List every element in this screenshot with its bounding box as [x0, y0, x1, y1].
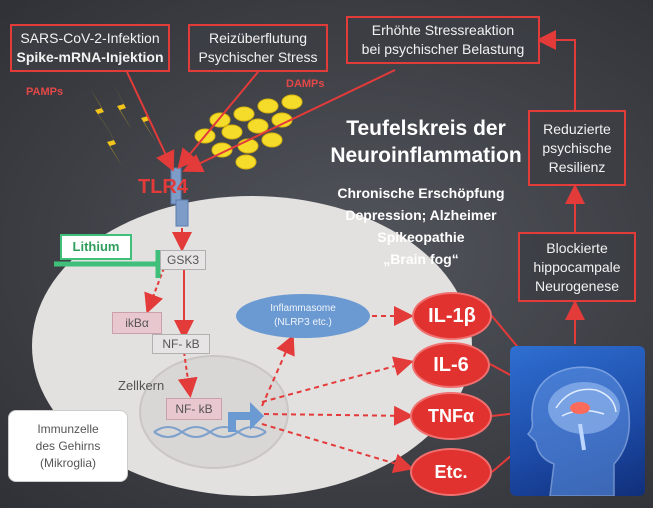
- subtitle-line2: Depression; Alzheimer: [345, 207, 497, 223]
- ikba-box: ikBα: [112, 312, 162, 334]
- neurogenese-box: Blockierte hippocampale Neurogenese: [518, 232, 636, 302]
- resilienz-line1: Reduzierte: [543, 120, 611, 137]
- head-icon: [526, 366, 631, 496]
- resilienz-line2: psychische: [542, 139, 612, 156]
- nfkb-nucleus-box: NF- kB: [166, 398, 222, 420]
- sars-line1: SARS-CoV-2-Infektion: [20, 30, 160, 46]
- reizueberflutung-box: Reizüberflutung Psychischer Stress: [188, 24, 328, 72]
- subtitle-line1: Chronische Erschöpfung: [337, 185, 505, 201]
- tlr4-receptor: [170, 167, 189, 227]
- neuro-line1: Blockierte: [546, 239, 608, 256]
- cytokine-tnfa: TNFα: [410, 392, 492, 440]
- immune-line3: (Mikroglia): [39, 455, 96, 470]
- reiz-line2: Psychischer Stress: [198, 49, 318, 65]
- immune-line1: Immunzelle: [37, 421, 99, 436]
- immune-cell-box: Immunzelle des Gehirns (Mikroglia): [8, 410, 128, 482]
- cytokine-il6: IL-6: [412, 342, 490, 388]
- cytokine-il1b: IL-1β: [412, 292, 492, 340]
- title-line1: Teufelskreis der: [346, 117, 506, 140]
- cytokine-etc: Etc.: [410, 448, 492, 496]
- title-line2: Neuroinflammation: [330, 144, 522, 167]
- tlr4-label: TLR4: [138, 176, 188, 198]
- sars-line2: Spike-mRNA-Injektion: [16, 49, 164, 65]
- resilienz-box: Reduzierte psychische Resilienz: [528, 110, 626, 186]
- immune-line2: des Gehirns: [35, 438, 101, 453]
- pamps-label: PAMPs: [26, 86, 64, 98]
- stress-line2: bei psychischer Belastung: [361, 41, 525, 57]
- damps-label: DAMPs: [286, 78, 325, 90]
- inflammasome: Inflammasome (NLRP3 etc.): [236, 294, 370, 338]
- brain-head-illustration: [510, 346, 645, 496]
- neuro-line2: hippocampale: [533, 258, 621, 275]
- neuro-line3: Neurogenese: [534, 277, 620, 294]
- diagram-title: Teufelskreis der Neuroinflammation: [312, 115, 540, 169]
- gsk3-box: GSK3: [160, 250, 206, 270]
- lithium-label: Lithium: [60, 234, 132, 260]
- pamps-lightning: [90, 82, 156, 166]
- subtitle-line4: „Brain fog“: [383, 251, 459, 267]
- stressreaktion-box: Erhöhte Stressreaktion bei psychischer B…: [346, 16, 540, 64]
- inflam-line2: (NLRP3 etc.): [274, 317, 332, 328]
- diagram-subtitle: Chronische Erschöpfung Depression; Alzhe…: [306, 182, 536, 270]
- inflam-line1: Inflammasome: [270, 303, 336, 314]
- dna-strand: [153, 426, 267, 438]
- subtitle-line3: Spikeopathie: [377, 229, 465, 245]
- reiz-line1: Reizüberflutung: [208, 30, 308, 46]
- stress-line1: Erhöhte Stressreaktion: [371, 22, 515, 38]
- zellkern-label: Zellkern: [118, 378, 165, 393]
- nfkb-box: NF- kB: [152, 334, 210, 354]
- resilienz-line3: Resilienz: [548, 158, 606, 175]
- sars-cov2-box: SARS-CoV-2-Infektion Spike-mRNA-Injektio…: [10, 24, 170, 72]
- transcription-arrow: [228, 402, 264, 432]
